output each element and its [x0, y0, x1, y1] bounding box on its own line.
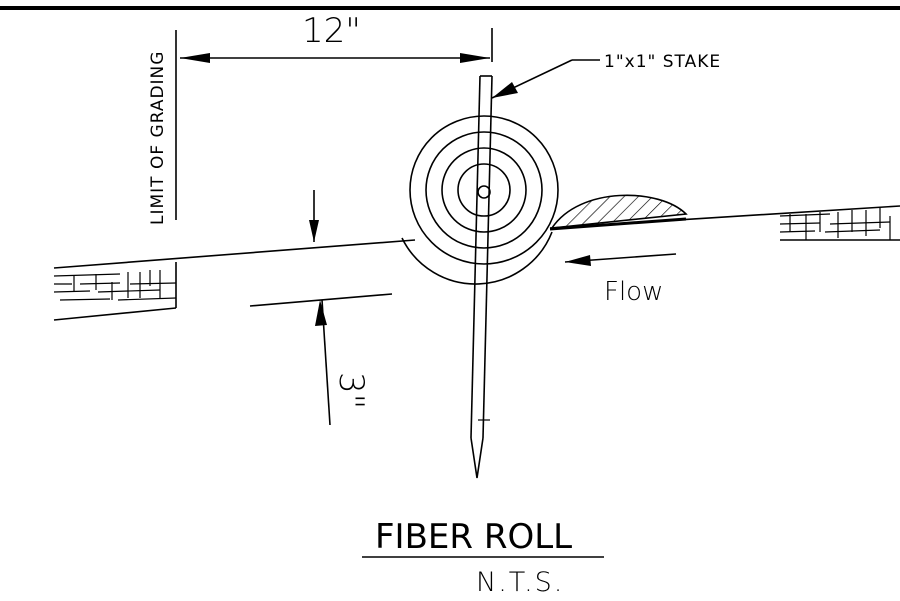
- depth-dimension: 3": [249, 190, 393, 426]
- limit-of-grading-label: LIMIT OF GRADING: [148, 51, 168, 225]
- stake-leader: 1"x1" STAKE: [491, 52, 721, 99]
- depth-dimension-label: 3": [331, 372, 371, 409]
- drawing-title: FIBER ROLL: [375, 517, 572, 557]
- compacted-soil-backfill: [549, 194, 688, 231]
- width-dimension: 12": [180, 11, 493, 63]
- stake-label: 1"x1" STAKE: [604, 52, 721, 72]
- soil-symbol-left: [53, 270, 177, 301]
- wooden-stake: [470, 75, 493, 479]
- soil-symbol-right: [779, 208, 891, 240]
- flow-arrow: Flow: [564, 253, 677, 307]
- width-dimension-label: 12": [302, 11, 361, 51]
- fiber-roll: [401, 115, 559, 285]
- title-block: FIBER ROLL N.T.S.: [362, 517, 604, 598]
- roll-trench-arc: [401, 231, 553, 285]
- flow-label: Flow: [604, 277, 663, 307]
- scale-note: N.T.S.: [476, 567, 564, 598]
